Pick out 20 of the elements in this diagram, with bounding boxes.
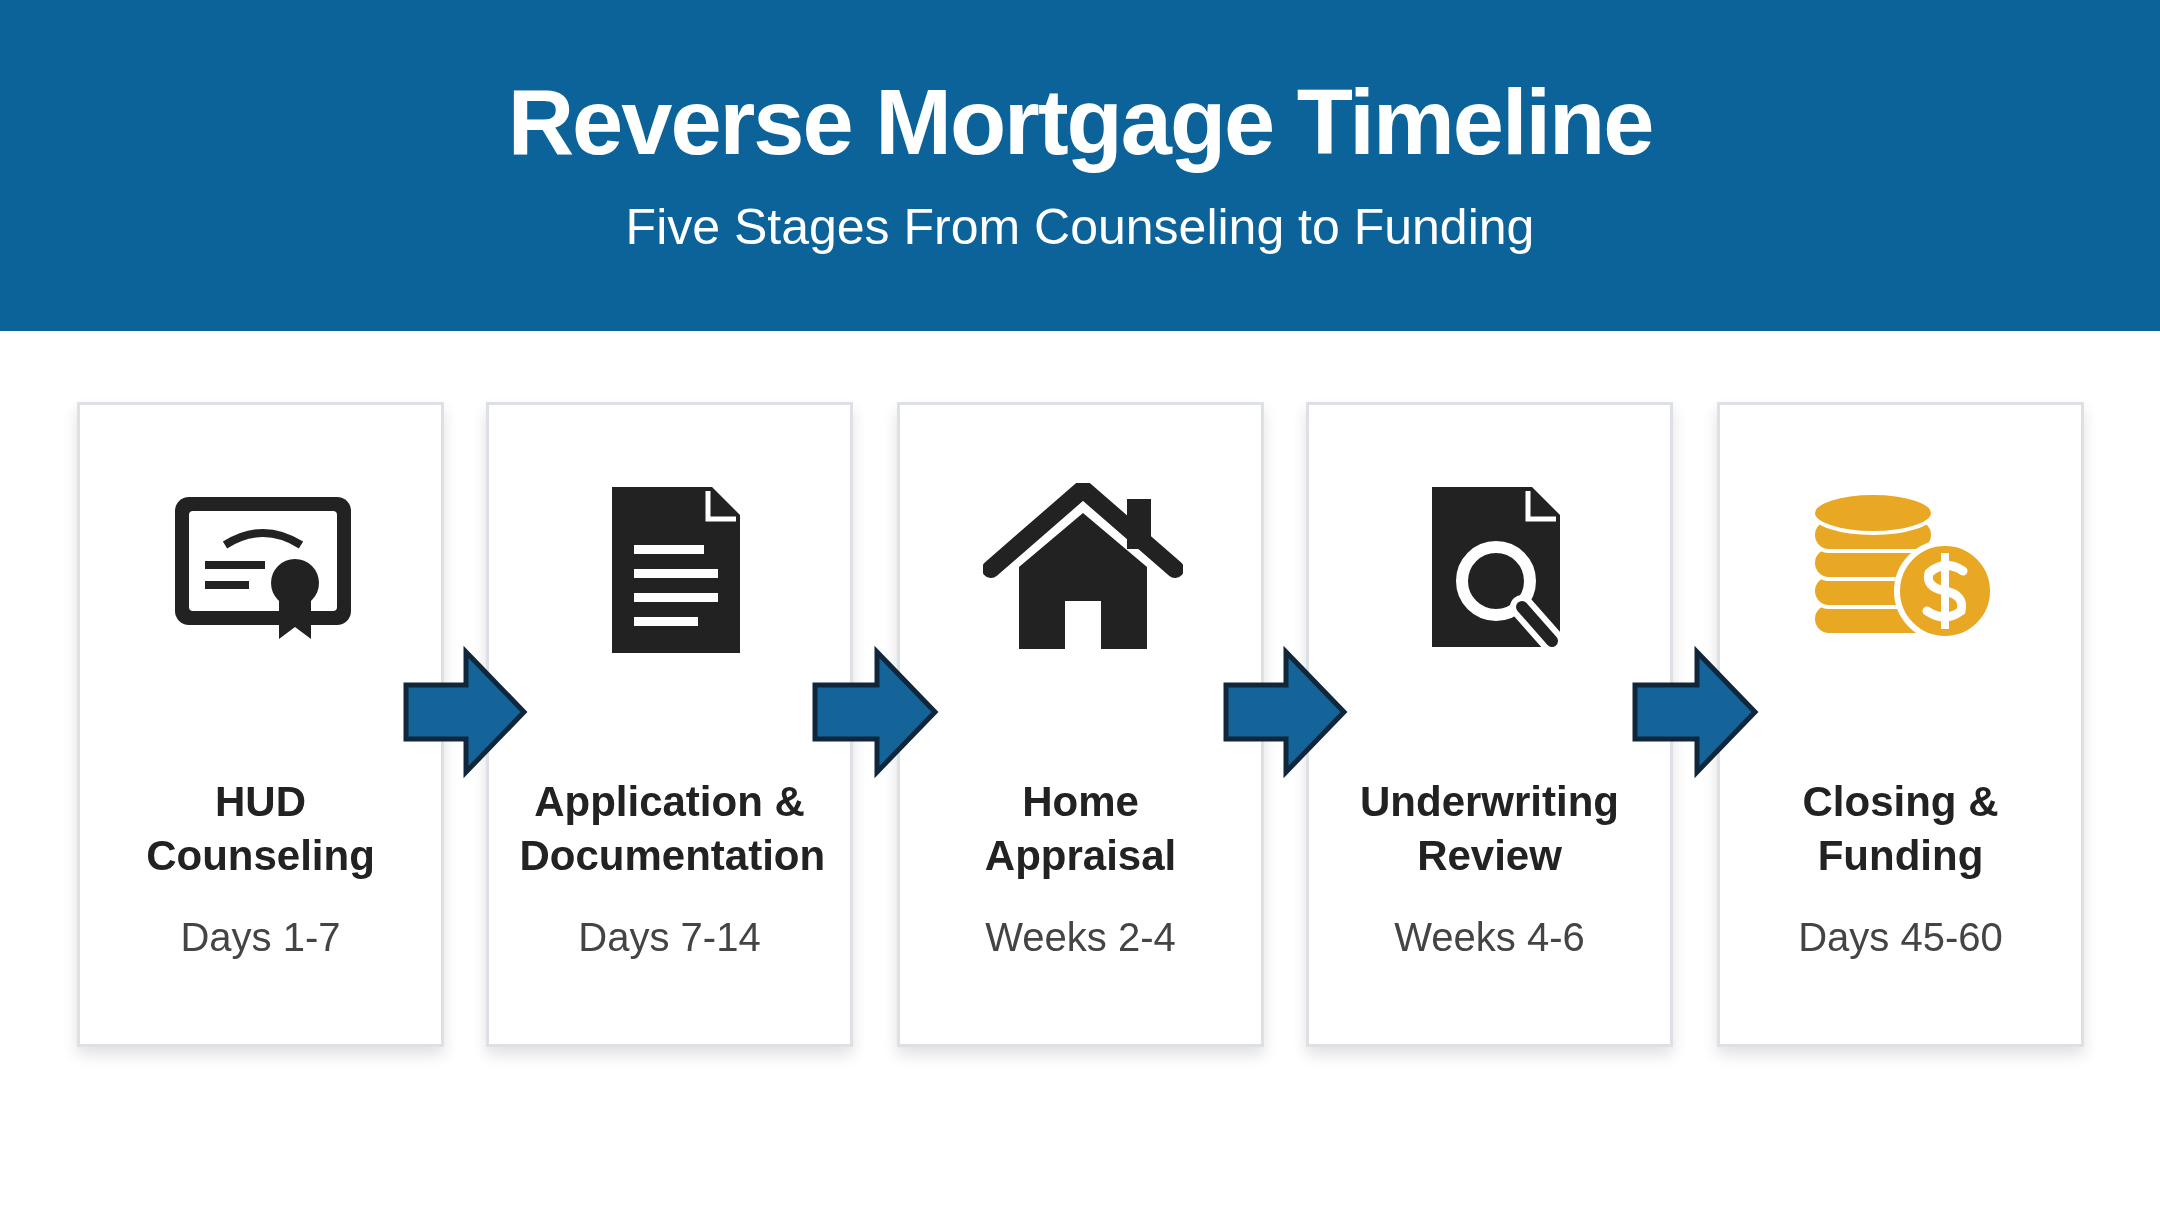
block-arrow [812,645,939,779]
stage-duration: Weeks 2-4 [985,915,1176,960]
stage-title: Closing & Funding [1801,777,2000,881]
stage-title: HUD Counseling [145,777,376,881]
stage-card [897,402,1264,1047]
block-arrow [1223,645,1348,779]
stage-card [486,402,853,1047]
block-arrow [1632,645,1759,779]
stage-duration: Weeks 4-6 [1394,915,1585,960]
stage-duration: Days 45-60 [1798,915,2003,960]
stage-duration: Days 1-7 [180,915,341,960]
stage-card [77,402,444,1047]
stage-title: Underwriting Review [1359,777,1620,881]
block-arrow [403,645,528,779]
stage-title: Home Appraisal [983,777,1178,881]
stage-card [1306,402,1673,1047]
title: Reverse Mortgage Timeline [506,70,1654,175]
stage-duration: Days 7-14 [578,915,761,960]
subtitle: Five Stages From Counseling to Funding [624,198,1536,256]
stage-card [1717,402,2084,1047]
